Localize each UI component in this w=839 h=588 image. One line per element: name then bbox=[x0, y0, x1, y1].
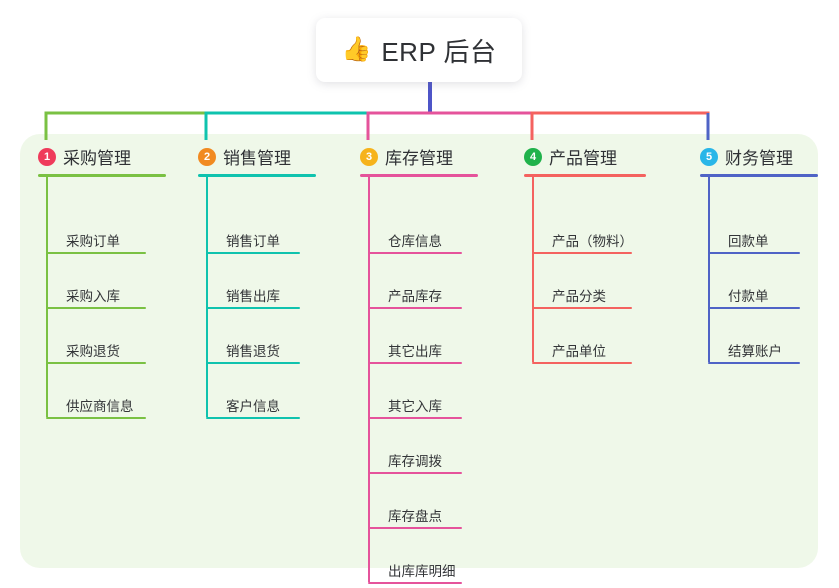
branch-badge-1: 1 bbox=[38, 147, 56, 166]
branch-item-underline bbox=[206, 252, 300, 254]
branch-item[interactable]: 库存盘点 bbox=[388, 509, 442, 524]
branch-item[interactable]: 结算账户 bbox=[728, 344, 782, 359]
branch-item[interactable]: 销售订单 bbox=[226, 234, 280, 249]
branch-item-underline bbox=[46, 417, 146, 419]
branch-item-underline bbox=[46, 362, 146, 364]
branch-title-5: 财务管理 bbox=[725, 149, 793, 168]
branch-item[interactable]: 产品分类 bbox=[552, 289, 606, 304]
branch-item-underline bbox=[368, 527, 462, 529]
branch-item[interactable]: 客户信息 bbox=[226, 399, 280, 414]
branch-underline-1 bbox=[38, 174, 166, 177]
branch-item-underline bbox=[708, 362, 800, 364]
branch-underline-5 bbox=[700, 174, 818, 177]
branch-item-underline bbox=[708, 252, 800, 254]
branch-item-underline bbox=[532, 362, 632, 364]
branch-badge-3: 3 bbox=[360, 147, 378, 166]
root-title: ERP 后台 bbox=[381, 36, 497, 67]
branch-badge-2: 2 bbox=[198, 147, 216, 166]
branch-item[interactable]: 出库库明细 bbox=[388, 564, 456, 579]
branch-item[interactable]: 供应商信息 bbox=[66, 399, 134, 414]
branch-item-underline bbox=[206, 307, 300, 309]
branch-item[interactable]: 其它入库 bbox=[388, 399, 442, 414]
branch-item[interactable]: 销售退货 bbox=[226, 344, 280, 359]
branch-item[interactable]: 产品（物料） bbox=[552, 234, 633, 249]
branch-item-underline bbox=[46, 307, 146, 309]
branch-item[interactable]: 采购订单 bbox=[66, 234, 120, 249]
branch-item-underline bbox=[368, 307, 462, 309]
branch-title-1: 采购管理 bbox=[63, 149, 131, 168]
branch-spine-1 bbox=[46, 175, 48, 417]
branch-spine-5 bbox=[708, 175, 710, 362]
branch-item-underline bbox=[206, 417, 300, 419]
branch-item-underline bbox=[46, 252, 146, 254]
branch-item-underline bbox=[532, 307, 632, 309]
branch-item-underline bbox=[206, 362, 300, 364]
branch-item[interactable]: 产品单位 bbox=[552, 344, 606, 359]
branch-item[interactable]: 库存调拨 bbox=[388, 454, 442, 469]
branch-item-underline bbox=[368, 252, 462, 254]
root-node[interactable]: 👍 ERP 后台 bbox=[316, 18, 522, 82]
branch-spine-2 bbox=[206, 175, 208, 417]
branch-item-underline bbox=[708, 307, 800, 309]
branch-badge-4: 4 bbox=[524, 147, 542, 166]
branch-title-3: 库存管理 bbox=[385, 149, 453, 168]
thumbs-up-emoji: 👍 bbox=[341, 36, 372, 63]
branch-item[interactable]: 采购退货 bbox=[66, 344, 120, 359]
diagram-panel bbox=[20, 134, 818, 568]
branch-underline-2 bbox=[198, 174, 316, 177]
branch-header-1[interactable]: 1 采购管理 bbox=[38, 144, 131, 169]
branch-columns: 1 采购管理采购订单采购入库采购退货供应商信息 2 销售管理销售订单销售出库销售退货客… bbox=[20, 134, 818, 584]
branch-header-2[interactable]: 2 销售管理 bbox=[198, 144, 291, 169]
branch-spine-4 bbox=[532, 175, 534, 362]
branch-title-2: 销售管理 bbox=[223, 149, 291, 168]
branch-item-underline bbox=[368, 362, 462, 364]
branch-item[interactable]: 回款单 bbox=[728, 234, 769, 249]
branch-item-underline bbox=[368, 417, 462, 419]
branch-item-underline bbox=[532, 252, 632, 254]
branch-item-underline bbox=[368, 472, 462, 474]
branch-item-underline bbox=[368, 582, 462, 584]
branch-header-4[interactable]: 4 产品管理 bbox=[524, 144, 617, 169]
branch-title-4: 产品管理 bbox=[549, 149, 617, 168]
branch-badge-5: 5 bbox=[700, 147, 718, 166]
branch-header-5[interactable]: 5 财务管理 bbox=[700, 144, 793, 169]
branch-item[interactable]: 仓库信息 bbox=[388, 234, 442, 249]
branch-underline-4 bbox=[524, 174, 646, 177]
branch-underline-3 bbox=[360, 174, 478, 177]
branch-spine-3 bbox=[368, 175, 370, 582]
branch-item[interactable]: 销售出库 bbox=[226, 289, 280, 304]
branch-item[interactable]: 采购入库 bbox=[66, 289, 120, 304]
branch-header-3[interactable]: 3 库存管理 bbox=[360, 144, 453, 169]
branch-item[interactable]: 产品库存 bbox=[388, 289, 442, 304]
branch-item[interactable]: 付款单 bbox=[728, 289, 769, 304]
branch-item[interactable]: 其它出库 bbox=[388, 344, 442, 359]
